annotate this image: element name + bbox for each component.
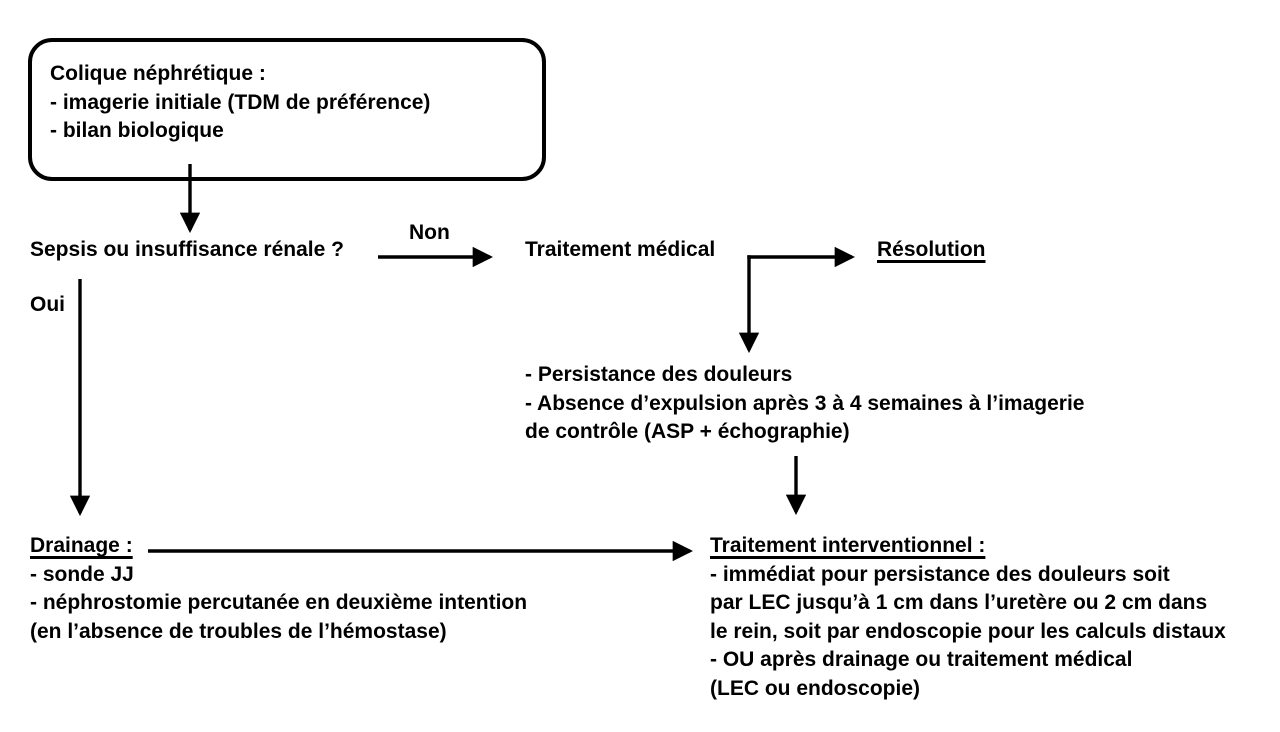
question-sepsis-or-renal-failure: Sepsis ou insuffisance rénale ?: [30, 238, 344, 261]
node-interventional: Traitement interventionnel : - immédiat …: [710, 532, 1226, 703]
interventional-line: (LEC ou endoscopie): [710, 676, 920, 700]
start-box-item: - bilan biologique: [50, 119, 224, 142]
persistence-line: de contrôle (ASP + échographie): [525, 420, 850, 443]
start-box: Colique néphrétique : - imagerie initial…: [28, 38, 546, 181]
drainage-line: (en l’absence de troubles de l’hémostase…: [30, 619, 447, 643]
interventional-line: le rein, soit par endoscopie pour les ca…: [710, 619, 1226, 643]
interventional-line: - immédiat pour persistance des douleurs…: [710, 562, 1170, 586]
start-box-item: - imagerie initiale (TDM de préférence): [50, 90, 431, 114]
branch-label-oui: Oui: [30, 293, 65, 316]
branch-label-non: Non: [409, 221, 450, 244]
interventional-line: - OU après drainage ou traitement médica…: [710, 648, 1133, 671]
drainage-line: - néphrostomie percutanée en deuxième in…: [30, 591, 528, 614]
interventional-title: Traitement interventionnel :: [710, 534, 986, 557]
drainage-line: - sonde JJ: [30, 562, 134, 586]
interventional-line: par LEC jusqu’à 1 cm dans l’uretère ou 2…: [710, 591, 1208, 614]
node-resolution: Résolution: [877, 238, 986, 261]
start-box-title: Colique néphrétique :: [50, 62, 266, 85]
persistence-line: - Absence d’expulsion après 3 à 4 semain…: [525, 391, 1085, 415]
node-persistence: - Persistance des douleurs - Absence d’e…: [525, 361, 1084, 447]
node-medical-treatment: Traitement médical: [525, 238, 716, 261]
persistence-line: - Persistance des douleurs: [525, 363, 793, 386]
node-drainage: Drainage : - sonde JJ - néphrostomie per…: [30, 532, 527, 646]
drainage-title: Drainage :: [30, 534, 133, 557]
